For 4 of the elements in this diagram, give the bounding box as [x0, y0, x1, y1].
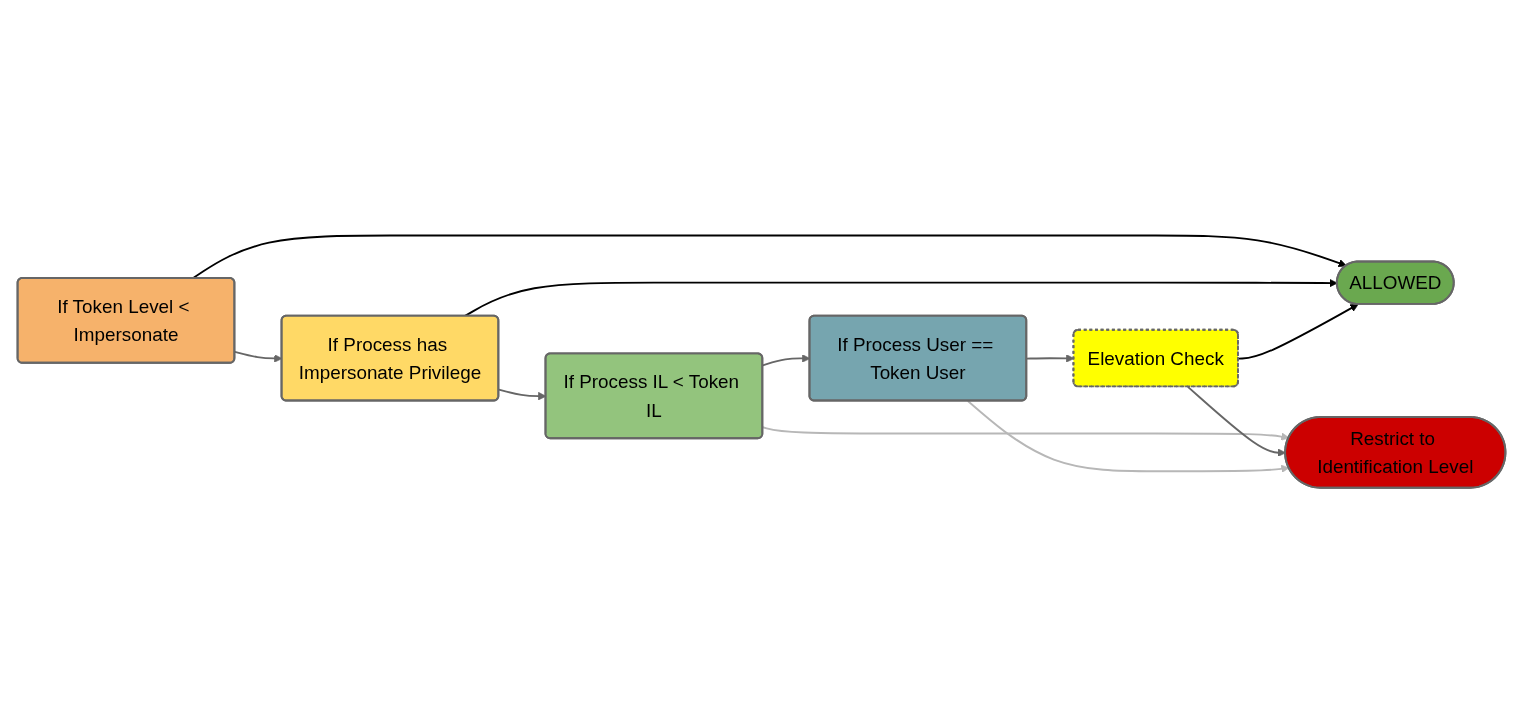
arrow [191, 234, 1347, 280]
arrow [966, 400, 1290, 474]
arrow [1237, 304, 1359, 360]
arrow [1186, 386, 1286, 458]
